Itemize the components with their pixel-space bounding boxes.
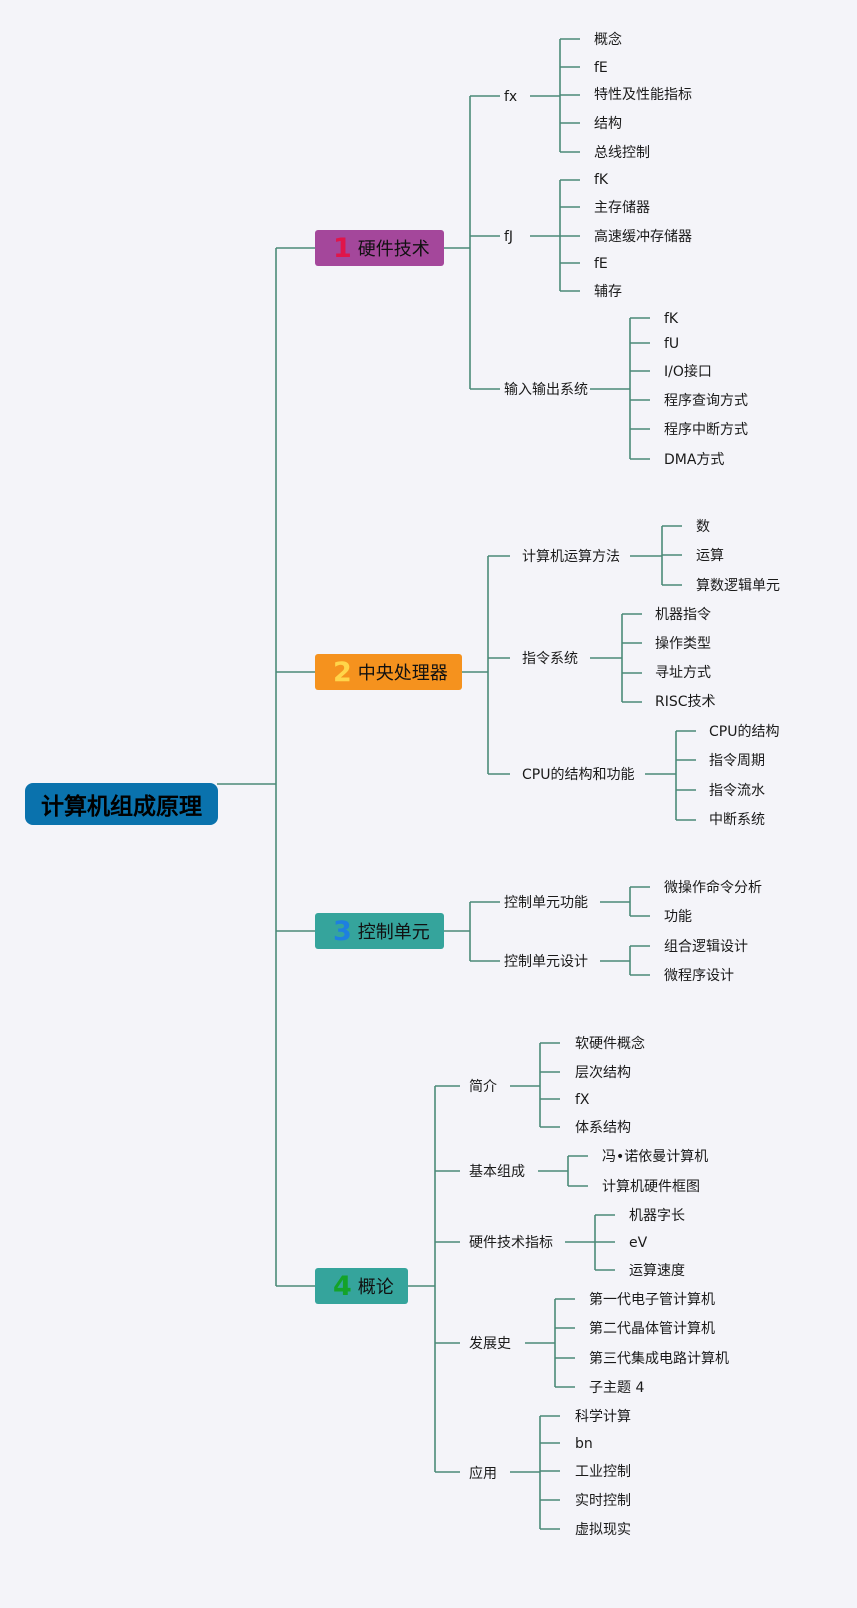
leaf-node[interactable]: 运算	[696, 548, 724, 564]
topic-node[interactable]: 指令系统	[522, 651, 578, 667]
leaf-node[interactable]: 虚拟现实	[575, 1522, 631, 1538]
topic-node[interactable]: 控制单元设计	[504, 954, 588, 970]
leaf-node[interactable]: 体系结构	[575, 1120, 631, 1136]
leaf-node[interactable]: 算数逻辑单元	[696, 578, 780, 594]
leaf-node[interactable]: 操作类型	[655, 636, 711, 652]
topic-node[interactable]: 计算机运算方法	[522, 549, 620, 565]
branch-cpu[interactable]: 2 中央处理器	[315, 654, 462, 690]
leaf-node[interactable]: CPU的结构	[709, 724, 780, 740]
branch-label: 控制单元	[357, 922, 430, 943]
branch-label: 硬件技术	[357, 239, 430, 260]
branch-number: 2	[333, 656, 352, 688]
topic-node[interactable]: fJ	[504, 229, 514, 245]
root-node[interactable]: 计算机组成原理	[25, 783, 218, 825]
branch-control-unit[interactable]: 3 控制单元	[315, 913, 444, 949]
leaf-node[interactable]: fE	[594, 60, 608, 76]
leaf-node[interactable]: 功能	[664, 909, 692, 925]
leaf-node[interactable]: 主存储器	[594, 200, 650, 216]
leaf-node[interactable]: 第二代晶体管计算机	[589, 1321, 715, 1337]
leaf-node[interactable]: 运算速度	[629, 1263, 685, 1279]
leaf-node[interactable]: I/O接口	[664, 364, 712, 380]
topic-node[interactable]: fx	[504, 89, 518, 105]
leaf-node[interactable]: fK	[664, 311, 679, 327]
leaf-node[interactable]: fX	[575, 1092, 590, 1108]
leaf-node[interactable]: 机器字长	[629, 1208, 685, 1224]
leaf-node[interactable]: 计算机硬件框图	[602, 1179, 700, 1195]
leaf-node[interactable]: 中断系统	[709, 812, 765, 828]
leaf-node[interactable]: 程序查询方式	[664, 393, 748, 409]
leaf-node[interactable]: eV	[629, 1235, 648, 1251]
topic-node[interactable]: CPU的结构和功能	[522, 767, 635, 783]
leaf-node[interactable]: 特性及性能指标	[594, 87, 692, 103]
topic-node[interactable]: 硬件技术指标	[469, 1235, 553, 1251]
leaf-node[interactable]: DMA方式	[664, 452, 725, 468]
leaf-node[interactable]: 微程序设计	[664, 968, 734, 984]
leaf-node[interactable]: 高速缓冲存储器	[594, 229, 692, 245]
leaf-node[interactable]: 冯•诺依曼计算机	[602, 1149, 709, 1165]
leaf-node[interactable]: RISC技术	[655, 694, 716, 710]
leaf-node[interactable]: 实时控制	[575, 1493, 631, 1509]
leaf-node[interactable]: fE	[594, 256, 608, 272]
leaf-node[interactable]: 第一代电子管计算机	[589, 1292, 715, 1308]
branch-hardware[interactable]: 1 硬件技术	[315, 230, 444, 266]
leaf-node[interactable]: 机器指令	[655, 607, 711, 623]
leaf-node[interactable]: 寻址方式	[655, 665, 711, 681]
topic-node[interactable]: 应用	[469, 1466, 497, 1482]
leaf-node[interactable]: 第三代集成电路计算机	[589, 1351, 729, 1367]
leaf-node[interactable]: 总线控制	[594, 145, 650, 161]
topic-node[interactable]: 发展史	[469, 1336, 511, 1352]
leaf-node[interactable]: 概念	[594, 32, 622, 48]
leaf-node[interactable]: 指令周期	[709, 753, 765, 769]
branch-number: 4	[333, 1270, 352, 1302]
topic-node[interactable]: 简介	[469, 1079, 497, 1095]
leaf-node[interactable]: 微操作命令分析	[664, 880, 762, 896]
branch-label: 中央处理器	[357, 663, 448, 684]
branch-number: 1	[333, 232, 352, 264]
leaf-node[interactable]: 组合逻辑设计	[664, 939, 748, 955]
leaf-node[interactable]: 结构	[594, 116, 622, 132]
leaf-node[interactable]: 指令流水	[709, 783, 765, 799]
topic-node[interactable]: 控制单元功能	[504, 895, 588, 911]
leaf-node[interactable]: 子主题 4	[589, 1380, 645, 1396]
leaf-node[interactable]: 工业控制	[575, 1464, 631, 1480]
branch-overview[interactable]: 4 概论	[315, 1268, 408, 1304]
leaf-node[interactable]: 辅存	[594, 284, 622, 300]
leaf-node[interactable]: fU	[664, 336, 680, 352]
leaf-node[interactable]: bn	[575, 1436, 593, 1452]
branch-number: 3	[333, 915, 352, 947]
leaf-node[interactable]: 软硬件概念	[575, 1036, 645, 1052]
leaf-node[interactable]: 层次结构	[575, 1065, 631, 1081]
topic-node[interactable]: 基本组成	[469, 1164, 525, 1180]
leaf-node[interactable]: fK	[594, 172, 609, 188]
leaf-node[interactable]: 科学计算	[575, 1409, 631, 1425]
leaf-node[interactable]: 程序中断方式	[664, 422, 748, 438]
topic-node[interactable]: 输入输出系统	[504, 382, 588, 398]
branch-label: 概论	[357, 1277, 394, 1298]
leaf-node[interactable]: 数	[696, 519, 710, 535]
